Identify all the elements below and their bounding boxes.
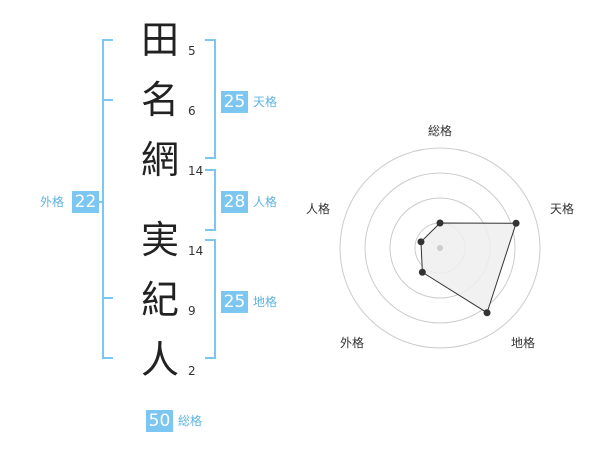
radar-point-3 (483, 309, 491, 317)
jinkaku-label: 人格 (253, 195, 278, 209)
name-char-2: 名 (140, 78, 179, 122)
radar-center (437, 245, 443, 251)
name-char-3: 網 (140, 138, 179, 182)
radar-label-tenkaku: 天格 (550, 202, 575, 216)
stroke-count-1: 5 (188, 44, 196, 58)
name-char-5: 紀 (140, 278, 179, 322)
radar-point-2 (512, 219, 520, 227)
radar-point-5 (417, 238, 425, 246)
stroke-count-5: 9 (188, 304, 196, 318)
stroke-count-6: 2 (188, 364, 196, 378)
radar-label-chikaku: 地格 (511, 336, 536, 350)
radar-label-jinkaku: 人格 (306, 202, 331, 216)
radar-polygon (420, 222, 517, 314)
chikaku-value: 25 (221, 291, 248, 313)
soukaku-value: 50 (146, 410, 173, 432)
chikaku-label: 地格 (253, 295, 278, 309)
gaikaku-value: 22 (72, 191, 99, 213)
name-char-4: 実 (140, 218, 179, 262)
tenkaku-value: 25 (221, 91, 248, 113)
gaikaku-label: 外格 (40, 195, 65, 209)
radar-ring (364, 172, 516, 324)
stroke-count-4: 14 (188, 244, 204, 258)
stroke-count-3: 14 (188, 164, 204, 178)
soukaku-label: 総格 (178, 414, 203, 428)
radar-label-soukaku: 総格 (428, 124, 453, 138)
radar-label-gaikaku: 外格 (340, 336, 365, 350)
name-char-6: 人 (140, 338, 179, 382)
radar-point-4 (418, 268, 426, 276)
name-char-1: 田 (140, 18, 179, 62)
radar-ring (339, 147, 541, 349)
tenkaku-label: 天格 (253, 95, 278, 109)
jinkaku-value: 28 (221, 191, 248, 213)
stroke-count-2: 6 (188, 104, 196, 118)
radar-point-1 (436, 219, 444, 227)
